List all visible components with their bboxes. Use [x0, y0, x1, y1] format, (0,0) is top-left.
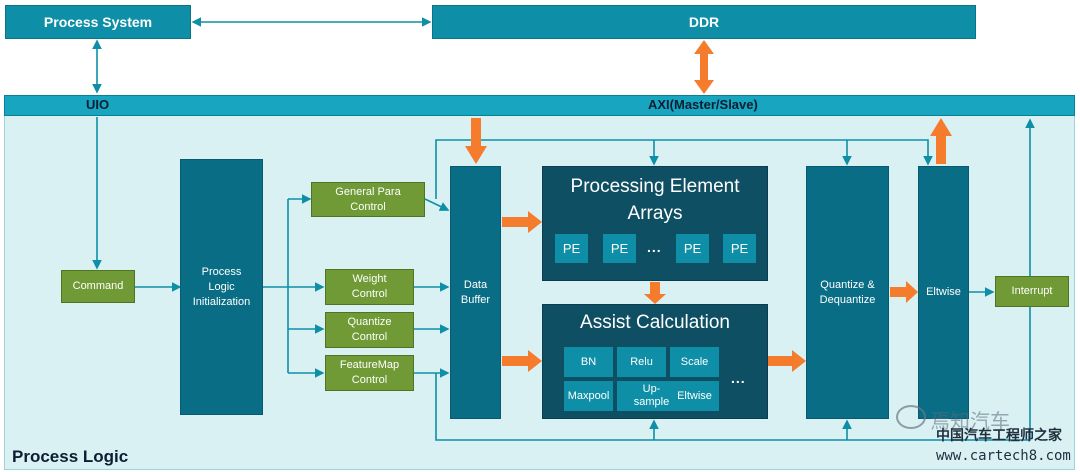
ddr-block: DDR [432, 5, 976, 39]
uio-label: UIO [86, 97, 110, 112]
pe-arrays-title: Processing Element Arrays [570, 176, 740, 224]
axi-bus-bar [4, 95, 1075, 116]
watermark-brand: 焉知汽车 [930, 409, 1010, 433]
process-system-block: Process System [5, 5, 191, 39]
pe-unit: PE [676, 234, 709, 263]
assist-op: BN [564, 347, 613, 377]
pe-arrays-block: Processing Element Arrays [542, 166, 768, 281]
axi-label: AXI(Master/Slave) [648, 97, 758, 112]
command-block: Command [61, 270, 135, 303]
watermark-url: www.cartech8.com [936, 448, 1071, 464]
wechat-icon [896, 405, 926, 429]
pe-more-ellipsis: ... [647, 239, 662, 255]
pe-unit: PE [723, 234, 756, 263]
pe-unit: PE [603, 234, 636, 263]
weight-control-block: Weight Control [325, 269, 414, 305]
interrupt-block: Interrupt [995, 276, 1069, 307]
featuremap-control-block: FeatureMap Control [325, 355, 414, 391]
process-logic-label: Process Logic [12, 447, 129, 466]
quantize-dequantize-block: Quantize & Dequantize [806, 166, 889, 419]
general-para-control-block: General Para Control [311, 182, 425, 217]
assist-op: Relu [617, 347, 666, 377]
quantize-control-block: Quantize Control [325, 312, 414, 348]
data-buffer-block: Data Buffer [450, 166, 501, 419]
assist-op: Eltwise [670, 381, 719, 411]
pl-init-block: Process Logic Initialization [180, 159, 263, 415]
assist-calculation-title: Assist Calculation [580, 312, 730, 333]
watermark-subtitle: 中国汽车工程师之家 [936, 428, 1062, 444]
assist-op: Scale [670, 347, 719, 377]
assist-more-ellipsis: ... [731, 370, 746, 386]
eltwise-block: Eltwise [918, 166, 969, 419]
pe-unit: PE [555, 234, 588, 263]
assist-op: Maxpool [564, 381, 613, 411]
